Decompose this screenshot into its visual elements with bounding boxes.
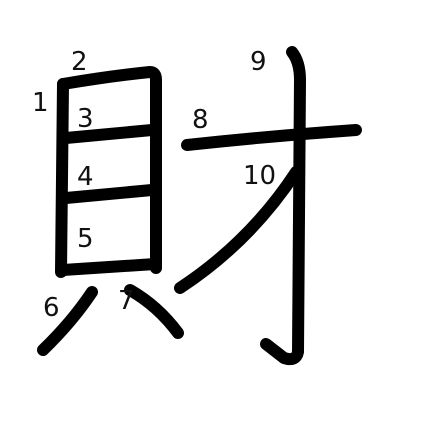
stroke-7 [124, 284, 184, 339]
stroke-number-10: 10 [243, 161, 276, 191]
stroke-6 [37, 286, 98, 356]
stroke-number-3: 3 [77, 104, 94, 134]
stroke-number-1: 1 [32, 88, 49, 118]
stroke-4 [60, 184, 158, 204]
stroke-number-5: 5 [77, 224, 94, 254]
stroke-number-7: 7 [118, 286, 135, 316]
stroke-3 [60, 124, 158, 144]
stroke-8 [181, 124, 362, 151]
stroke-2 [57, 66, 162, 274]
stroke-1 [55, 78, 69, 278]
stroke-number-6: 6 [43, 293, 60, 323]
stroke-number-9: 9 [250, 47, 267, 77]
stroke-number-4: 4 [77, 162, 94, 192]
stroke-5 [57, 258, 161, 276]
stroke-10 [174, 166, 302, 294]
stroke-9 [260, 46, 306, 366]
stroke-number-8: 8 [192, 105, 209, 135]
stroke-number-2: 2 [71, 47, 88, 77]
